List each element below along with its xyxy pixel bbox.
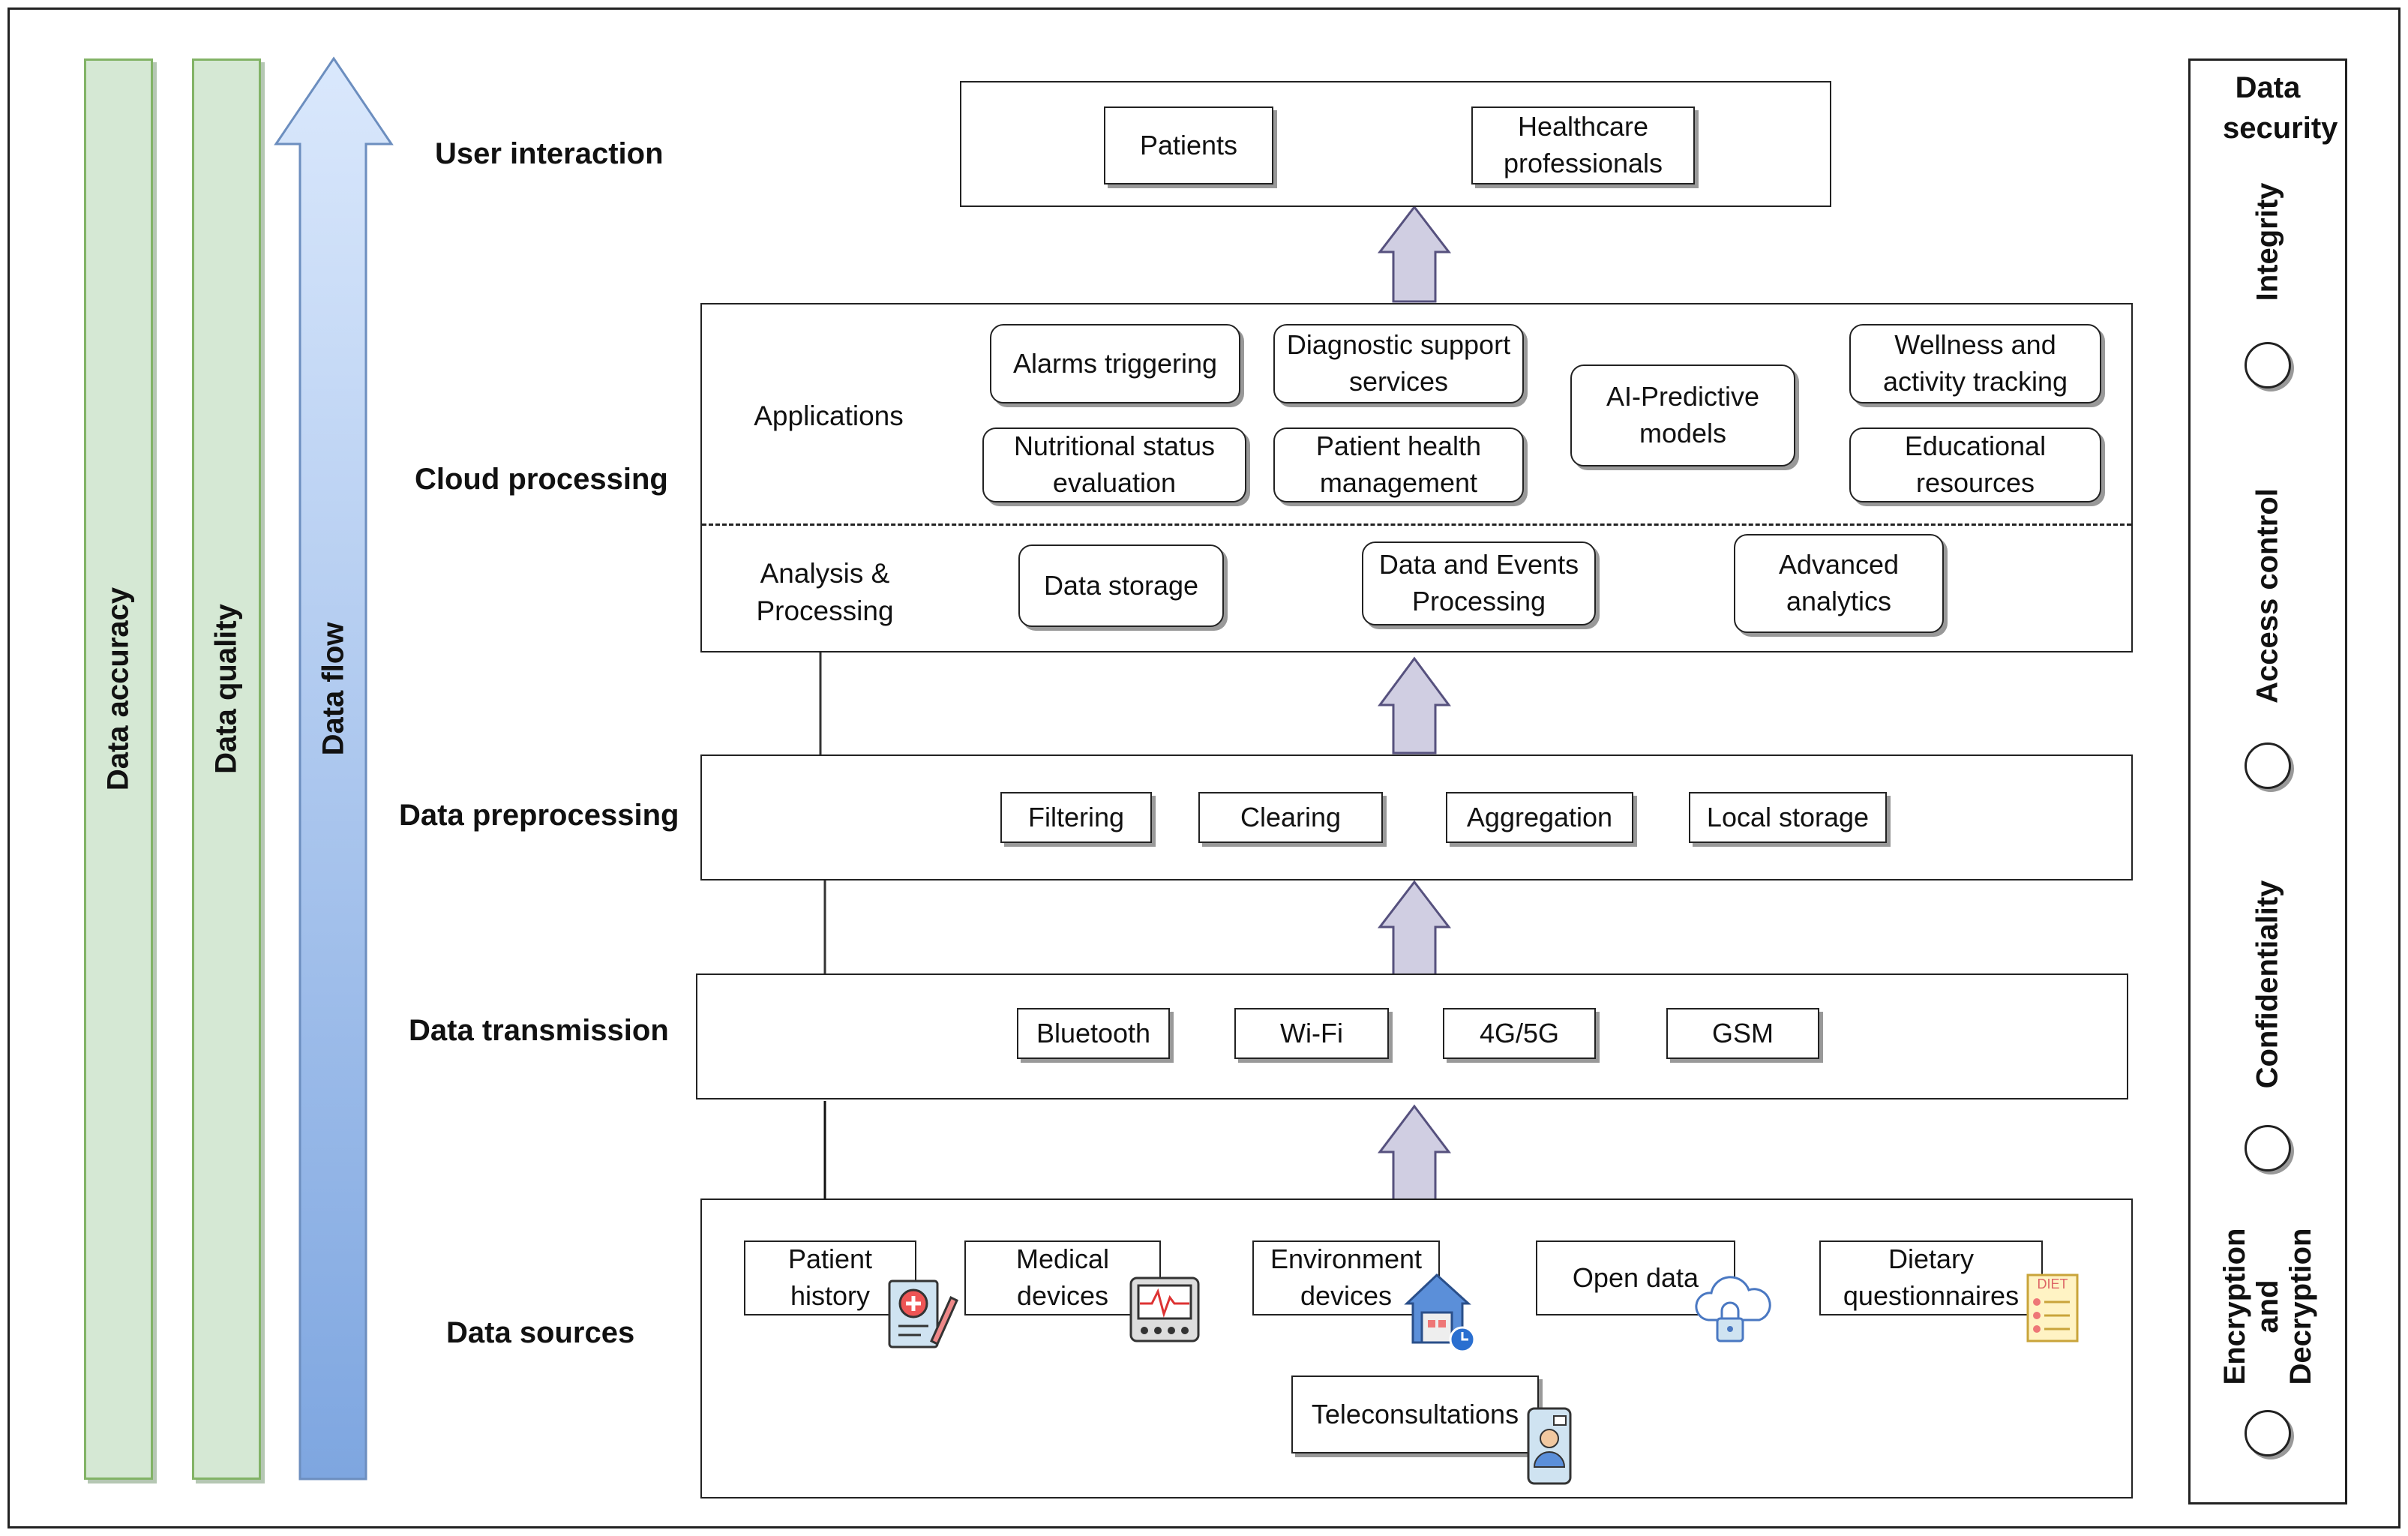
- integrity-label: Integrity: [2251, 182, 2284, 302]
- teleconsultations-box: Teleconsultations: [1291, 1376, 1539, 1454]
- ai-predictive-box: AI-Predictive models: [1570, 364, 1795, 466]
- patient-history-icon: [888, 1280, 958, 1348]
- bluetooth-box: Bluetooth: [1017, 1008, 1170, 1059]
- layer-label-cloud-processing: Cloud processing: [415, 463, 668, 496]
- alarms-triggering-box: Alarms triggering: [990, 324, 1240, 404]
- diagram-frame: [7, 8, 2401, 1528]
- access-control-label: Access control: [2251, 488, 2284, 704]
- data-storage-box: Data storage: [1018, 544, 1224, 627]
- data-transmission-layer: [696, 974, 2128, 1100]
- encryption-label-text: Encryption and Decryption: [2218, 1228, 2317, 1385]
- educational-resources-box: Educational resources: [1849, 428, 2101, 502]
- smart-home-icon: [1404, 1273, 1476, 1353]
- cellular-box: 4G/5G: [1443, 1008, 1596, 1059]
- nutritional-status-box: Nutritional status evaluation: [982, 428, 1246, 502]
- medical-devices-box: Medical devices: [964, 1240, 1161, 1316]
- teleconsultation-phone-icon: [1527, 1407, 1572, 1485]
- advanced-analytics-box: Advanced analytics: [1734, 534, 1944, 633]
- aggregation-box: Aggregation: [1446, 792, 1633, 843]
- analysis-processing-label: Analysis & Processing: [727, 555, 922, 630]
- gsm-box: GSM: [1666, 1008, 1819, 1059]
- healthcare-professionals-box: Healthcare professionals: [1471, 106, 1695, 184]
- data-security-title: Data security: [2188, 68, 2347, 148]
- arrow-trans-to-pre: [1377, 880, 1452, 976]
- layer-label-data-sources: Data sources: [446, 1316, 635, 1349]
- applications-label: Applications: [754, 400, 904, 431]
- confidentiality-marker: [2245, 1125, 2291, 1172]
- analysis-processing-text: Analysis & Processing: [756, 558, 894, 626]
- data-events-processing-box: Data and Events Processing: [1362, 542, 1596, 626]
- wellness-tracking-box: Wellness and activity tracking: [1849, 324, 2101, 404]
- diet-icon-text: DIET: [2037, 1276, 2068, 1292]
- arrow-cloud-to-user: [1377, 205, 1452, 303]
- wifi-box: Wi-Fi: [1234, 1008, 1389, 1059]
- encryption-label-wrap: Encryption and Decryption: [2155, 1194, 2380, 1419]
- access-control-marker: [2245, 742, 2291, 789]
- data-flow-arrow: [274, 56, 394, 1480]
- layer-label-data-transmission: Data transmission: [409, 1014, 669, 1047]
- data-preprocessing-layer: [700, 754, 2133, 880]
- local-storage-box: Local storage: [1689, 792, 1887, 843]
- patient-health-box: Patient health management: [1273, 428, 1524, 502]
- medical-monitor-icon: [1129, 1276, 1200, 1342]
- filtering-box: Filtering: [1000, 792, 1152, 843]
- patients-box: Patients: [1104, 106, 1273, 184]
- integrity-marker: [2245, 342, 2291, 388]
- arrow-src-to-trans: [1377, 1104, 1452, 1202]
- dietary-questionnaires-box: Dietary questionnaires: [1819, 1240, 2043, 1316]
- encryption-marker: [2245, 1410, 2291, 1456]
- data-quality-bar: [192, 58, 261, 1480]
- diagnostic-support-box: Diagnostic support services: [1273, 324, 1524, 404]
- data-security-title-text: Data security: [2223, 71, 2338, 145]
- confidentiality-label: Confidentiality: [2251, 880, 2284, 1089]
- encryption-label: Encryption and Decryption: [2218, 1194, 2317, 1419]
- user-interaction-layer: [960, 81, 1831, 207]
- patient-history-box: Patient history: [744, 1240, 916, 1316]
- cloud-lock-icon: [1695, 1276, 1771, 1342]
- layer-label-data-preprocessing: Data preprocessing: [399, 799, 679, 832]
- cloud-divider: [702, 524, 2131, 526]
- data-accuracy-bar: [84, 58, 153, 1480]
- arrow-pre-to-cloud: [1378, 656, 1451, 754]
- environment-devices-box: Environment devices: [1252, 1240, 1440, 1316]
- layer-label-user-interaction: User interaction: [435, 137, 664, 170]
- diet-checklist-icon: DIET: [2026, 1274, 2079, 1342]
- clearing-box: Clearing: [1198, 792, 1383, 843]
